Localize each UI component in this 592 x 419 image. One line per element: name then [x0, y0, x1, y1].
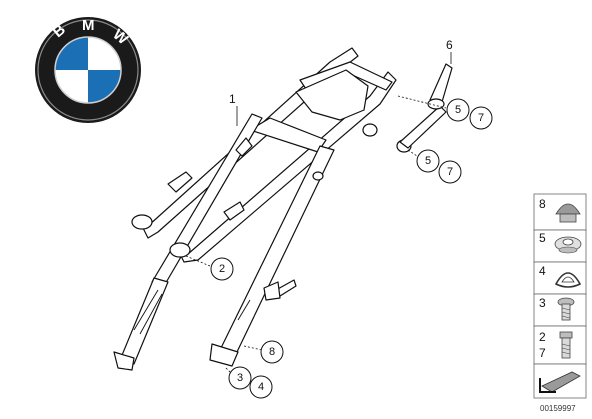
- svg-text:5: 5: [455, 104, 461, 116]
- callout-part-3: 3: [228, 366, 252, 390]
- callout-part-4: 4: [249, 375, 273, 399]
- bolt-icon: [559, 331, 573, 359]
- callout-upper-5: 5: [446, 98, 470, 122]
- callout-part-8: 8: [260, 340, 284, 364]
- leader-lines: [185, 52, 452, 375]
- legend-label-7: 7: [539, 346, 546, 360]
- hardware-legend: 8 5 4 3 2 7: [533, 193, 587, 413]
- callout-upper-7: 7: [469, 106, 493, 130]
- rear-frame-drawing: [113, 47, 453, 371]
- callout-mid-5: 5: [416, 149, 440, 173]
- view-arrow-icon: [539, 371, 581, 393]
- label-part-1: 1: [229, 92, 236, 106]
- legend-label-8: 8: [539, 197, 546, 211]
- logo-letter-m: M: [82, 17, 95, 34]
- callout-part-2: 2: [210, 257, 234, 281]
- legend-label-2: 2: [539, 330, 546, 344]
- legend-label-5: 5: [539, 231, 546, 245]
- label-part-6: 6: [446, 38, 453, 52]
- svg-text:7: 7: [478, 112, 484, 124]
- grommet-icon: [554, 272, 582, 288]
- svg-text:5: 5: [425, 155, 431, 167]
- svg-text:3: 3: [237, 372, 243, 384]
- svg-text:8: 8: [269, 346, 275, 358]
- svg-text:4: 4: [258, 381, 264, 393]
- legend-label-3: 3: [539, 296, 546, 310]
- reference-code: 00159997: [540, 404, 576, 413]
- callout-mid-7: 7: [438, 160, 462, 184]
- svg-text:2: 2: [219, 263, 225, 275]
- clip-nut-icon: [554, 236, 582, 254]
- legend-label-4: 4: [539, 264, 546, 278]
- svg-text:7: 7: [447, 166, 453, 178]
- screw-icon: [557, 297, 575, 321]
- cap-icon: [555, 203, 581, 223]
- bmw-logo: B M W: [35, 17, 141, 123]
